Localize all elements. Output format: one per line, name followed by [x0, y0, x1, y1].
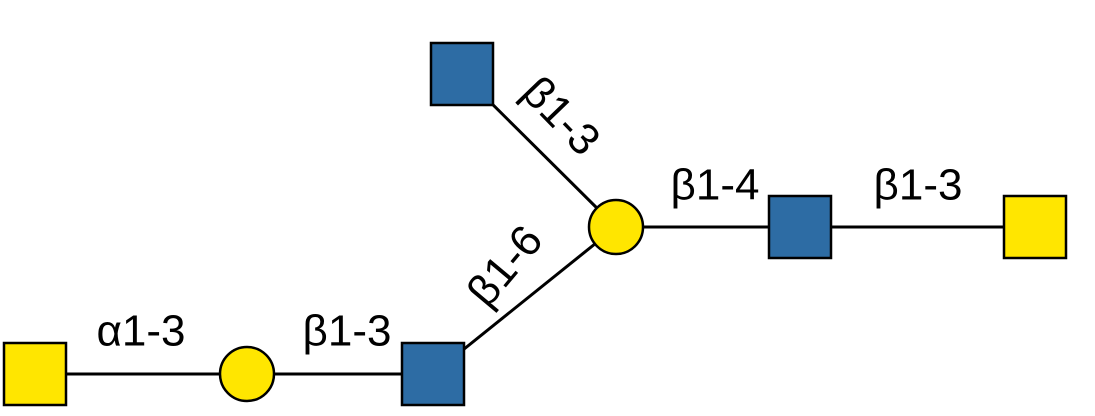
galnac-square-node-icon	[1002, 194, 1068, 260]
linkage-label: β1-3	[303, 307, 392, 356]
linkage-label: α1-3	[96, 307, 185, 356]
glcnac-square-node-icon	[767, 194, 833, 260]
linkage-label: β1-3	[874, 161, 963, 210]
node-layer	[2, 41, 1068, 407]
glcnac-square-node-icon	[429, 41, 495, 107]
linkage-label: β1-3	[512, 67, 609, 165]
gal-circle-node-icon	[218, 345, 276, 403]
gal-circle-node-icon	[587, 198, 645, 256]
linkage-label: β1-4	[671, 161, 760, 210]
label-layer: α1-3 β1-3 β1-6 β1-3 β1-4 β1-3	[96, 67, 962, 355]
galnac-square-node-icon	[2, 341, 68, 407]
linkage-label: β1-6	[458, 216, 553, 316]
glcnac-square-node-icon	[400, 341, 466, 407]
